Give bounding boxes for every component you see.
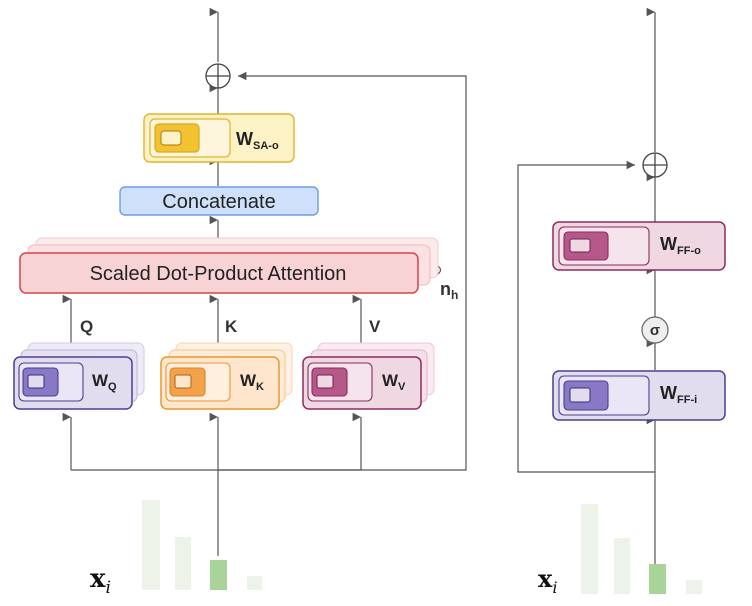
ffn-output-weight-main: W xyxy=(660,234,677,254)
ffn-residual-add-icon xyxy=(642,152,668,178)
ffn-output-weight-sub: FF-o xyxy=(677,245,701,257)
concatenate-box: Concatenate xyxy=(119,186,319,216)
value-weight-label: WV xyxy=(382,371,406,393)
ffn-block: WFF-o σ WFF-i xi xyxy=(517,7,726,597)
ffn-input-bar-3 xyxy=(686,580,702,594)
attention-block: WSA-o Concatenate Scaled Dot-Product Att… xyxy=(13,7,467,598)
num-heads-label: nh xyxy=(440,279,458,302)
ffn-input-weight-label: WFF-i xyxy=(660,383,697,406)
value-weight: WV xyxy=(302,342,435,410)
ffn-input-weight-sub: FF-i xyxy=(677,394,697,406)
key-label: K xyxy=(225,317,238,336)
ffn-output-weight-label: WFF-o xyxy=(660,234,701,257)
ffn-connectors xyxy=(517,7,656,566)
ffn-output-weight: WFF-o xyxy=(552,221,726,271)
output-projection-weight: WSA-o xyxy=(143,113,295,163)
num-heads-sub: h xyxy=(451,288,458,302)
key-weight-sub: K xyxy=(256,381,264,393)
attention-input-bar-2 xyxy=(210,560,227,590)
ffn-input-main: x xyxy=(538,564,553,593)
query-weight-label: WQ xyxy=(92,371,117,393)
query-weight-main: W xyxy=(92,371,109,390)
key-weight-main: W xyxy=(240,371,257,390)
ffn-input-label: xi xyxy=(538,564,557,597)
attention-input-bars xyxy=(142,500,262,590)
activation-label: σ xyxy=(650,322,660,339)
value-weight-sub: V xyxy=(398,381,406,393)
concatenate-label: Concatenate xyxy=(162,191,275,213)
query-weight: WQ xyxy=(13,342,145,410)
residual-add-icon xyxy=(205,63,231,89)
ffn-input-sub: i xyxy=(552,578,557,597)
ffn-input-bars xyxy=(581,504,702,594)
activation-node: σ xyxy=(641,316,669,344)
attention-input-bar-1 xyxy=(175,537,191,590)
key-weight-label: WK xyxy=(240,371,264,393)
output-projection-main: W xyxy=(236,129,253,149)
ffn-input-weight: WFF-i xyxy=(552,370,726,421)
output-projection-sub: SA-o xyxy=(253,140,279,152)
attention-input-label: xi xyxy=(90,564,111,598)
key-weight: WK xyxy=(160,342,293,410)
value-label: V xyxy=(369,317,381,336)
ffn-input-bar-1 xyxy=(614,538,630,594)
attention-input-sub: i xyxy=(106,578,111,598)
attention-input-bar-0 xyxy=(142,500,160,590)
attention-label: Scaled Dot-Product Attention xyxy=(90,263,347,285)
value-weight-main: W xyxy=(382,371,399,390)
query-weight-sub: Q xyxy=(108,381,117,393)
attention-input-bar-3 xyxy=(247,576,262,590)
ffn-input-bar-2 xyxy=(649,564,666,594)
ffn-input-weight-main: W xyxy=(660,383,677,403)
attention-input-main: x xyxy=(90,564,106,594)
num-heads-main: n xyxy=(440,279,451,299)
ffn-input-bar-0 xyxy=(581,504,598,594)
output-projection-label: WSA-o xyxy=(236,129,279,152)
query-label: Q xyxy=(80,317,93,336)
attention-box: Scaled Dot-Product Attention xyxy=(19,237,439,294)
